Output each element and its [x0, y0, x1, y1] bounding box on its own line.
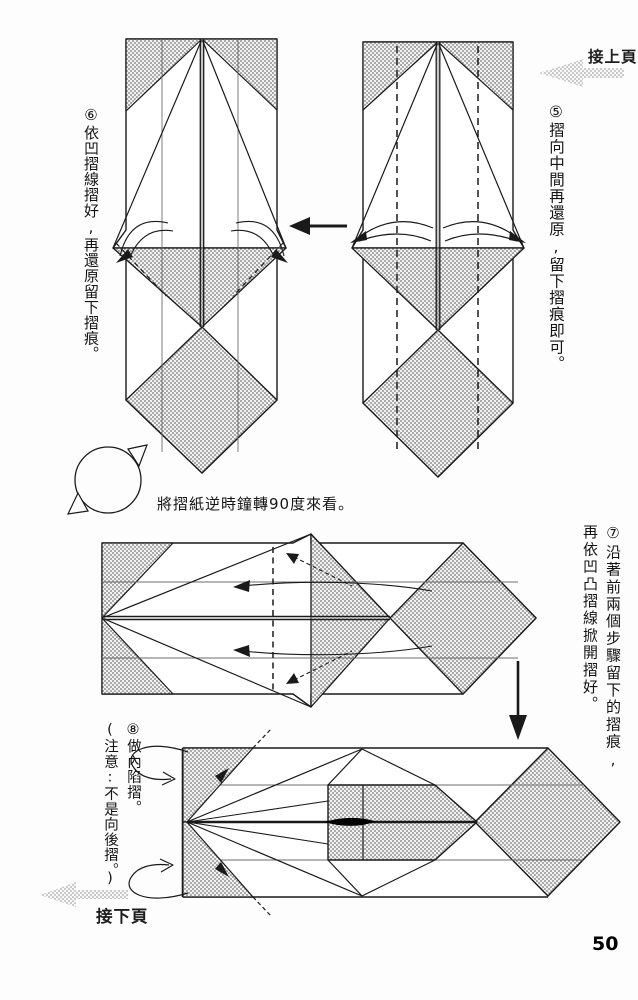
- step6-diagram: [112, 38, 288, 474]
- step6-caption: ⑥依凹摺線摺好,再還原留下摺痕。: [82, 106, 100, 362]
- fold-arrow-left-icon: [116, 220, 174, 263]
- step-transition-arrow-down-icon: [509, 661, 527, 740]
- wrap-arrow-top-icon: [130, 745, 189, 786]
- wrap-arrow-bottom-icon: [128, 858, 189, 899]
- step8-caption-line1: ⑧做內陷摺。: [125, 722, 141, 816]
- reverse-fold-arrowhead-bottom-icon: [215, 862, 229, 877]
- next-page-arrow-icon: [40, 882, 128, 907]
- reverse-fold-arrowhead-top-icon: [215, 768, 229, 783]
- pull-out-arrow-bottom-icon: [233, 645, 433, 657]
- fold-unfold-arrow-right-icon: [442, 221, 526, 243]
- step-transition-arrow-left-icon: [289, 217, 347, 235]
- step5-caption: ⑤摺向中間再還原,留下摺痕即可。: [547, 103, 565, 372]
- step7-caption-line1: ⑦沿著前兩個步驟留下的摺痕,: [604, 524, 622, 771]
- step8-caption-line2: (注意:不是向後摺。): [102, 722, 118, 888]
- fold-unfold-arrow-left-icon: [350, 221, 434, 243]
- page-number: 50: [592, 933, 619, 955]
- step7-caption: ⑦沿著前兩個步驟留下的摺痕, 再依凹凸摺線掀開摺好。: [577, 524, 623, 771]
- prev-page-arrow-icon: [539, 59, 624, 87]
- fold-arrow-right-icon: [230, 220, 288, 263]
- step8-diagram: [128, 728, 621, 917]
- prev-page-label: 接上頁: [588, 48, 638, 66]
- next-page-label: 接下頁: [96, 907, 149, 926]
- open-fold-arrow-bottom-icon: [286, 650, 353, 684]
- step8-caption: ⑧做內陷摺。 (注意:不是向後摺。): [99, 722, 143, 888]
- rotate-counterclockwise-icon: [66, 444, 148, 515]
- open-fold-arrow-top-icon: [286, 553, 353, 587]
- pull-out-arrow-top-icon: [233, 580, 433, 592]
- step5-diagram: [350, 41, 526, 478]
- step7-diagram: [101, 533, 537, 708]
- step7-caption-line2: 再依凹凸摺線掀開摺好。: [581, 524, 599, 714]
- rotation-note: 將摺紙逆時鐘轉90度來看。: [157, 495, 355, 513]
